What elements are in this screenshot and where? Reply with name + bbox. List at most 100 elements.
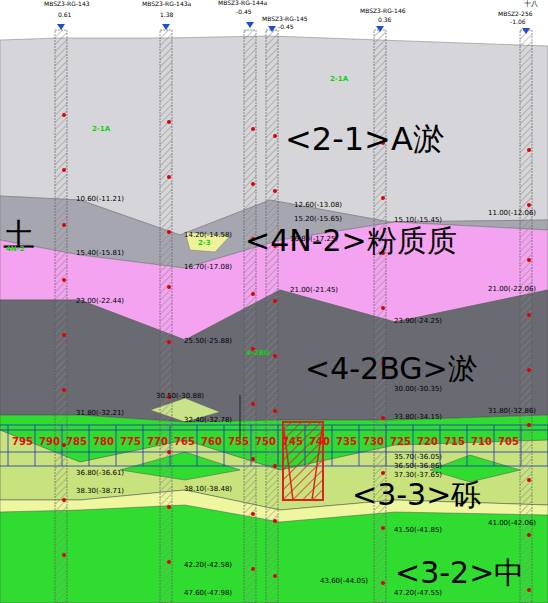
grid-line bbox=[197, 425, 198, 466]
grid-line bbox=[494, 425, 495, 466]
borehole-id: MBSZ3-RG-143a bbox=[142, 1, 191, 8]
sample-dot bbox=[527, 423, 531, 427]
elevation: 0.36 bbox=[378, 17, 391, 24]
depth-label: 41.00(-42.06) bbox=[488, 520, 536, 528]
chainage-number: 765 bbox=[174, 436, 195, 447]
sample-dot bbox=[251, 292, 255, 296]
layer-code: 2-1A bbox=[330, 76, 348, 84]
sample-dot bbox=[273, 464, 277, 468]
sample-dot bbox=[251, 402, 255, 406]
sample-dot bbox=[527, 203, 531, 207]
sample-dot bbox=[167, 175, 171, 179]
depth-label: 36.50(-36.86) bbox=[394, 463, 442, 471]
sample-dot bbox=[251, 127, 255, 131]
depth-label: 41.50(-41.85) bbox=[394, 527, 442, 535]
sample-dot bbox=[273, 299, 277, 303]
chainage-number: 730 bbox=[363, 436, 384, 447]
sample-dot bbox=[273, 134, 277, 138]
chainage-number: 725 bbox=[390, 436, 411, 447]
depth-label: 15.20(-15.65) bbox=[294, 216, 342, 224]
grid-line bbox=[8, 425, 9, 466]
layer-code: 2-3 bbox=[198, 240, 211, 248]
sample-dot bbox=[527, 533, 531, 537]
depth-label: 23.90(-24.25) bbox=[394, 318, 442, 326]
depth-label: 11.00(-12.06) bbox=[488, 210, 536, 218]
sample-dot bbox=[381, 471, 385, 475]
borehole-id: MBSZ3-RG-145 bbox=[262, 16, 308, 23]
sample-dot bbox=[527, 478, 531, 482]
sample-dot bbox=[167, 230, 171, 234]
borehole-id: MBSZ3-RG-143 bbox=[44, 1, 90, 8]
depth-label: 36.80(-36.61) bbox=[76, 470, 124, 478]
elevation: 0.61 bbox=[58, 12, 71, 19]
chainage-number: 775 bbox=[120, 436, 141, 447]
grid-line bbox=[35, 425, 36, 466]
sample-dot bbox=[273, 354, 277, 358]
sample-dot bbox=[273, 519, 277, 523]
grid-line bbox=[224, 425, 225, 466]
chainage-number: 720 bbox=[417, 436, 438, 447]
sample-dot bbox=[273, 574, 277, 578]
sample-dot bbox=[167, 560, 171, 564]
depth-label: 38.10(-38.48) bbox=[184, 486, 232, 494]
layer-name: <4-2BG>淤 bbox=[305, 352, 478, 385]
chainage-number: 705 bbox=[498, 436, 519, 447]
sample-dot bbox=[527, 148, 531, 152]
grid-line bbox=[143, 425, 144, 466]
depth-label: 31.80(-32.86) bbox=[488, 408, 536, 416]
depth-label: 33.80(-34.15) bbox=[394, 414, 442, 422]
sample-dot bbox=[381, 526, 385, 530]
sample-dot bbox=[167, 505, 171, 509]
depth-label: 15.10(-15.45) bbox=[394, 217, 442, 225]
depth-label: 30.00(-30.35) bbox=[394, 386, 442, 394]
chainage-number: 770 bbox=[147, 436, 168, 447]
sample-dot bbox=[273, 189, 277, 193]
layer-name: <4N-2>粉质质 bbox=[245, 224, 457, 257]
depth-label: 10.60(-11.21) bbox=[76, 196, 124, 204]
sample-dot bbox=[381, 416, 385, 420]
elevation: 1.38 bbox=[160, 12, 173, 19]
grid-line bbox=[467, 425, 468, 466]
elevation: -0.45 bbox=[236, 9, 252, 16]
depth-label: 21.00(-22.06) bbox=[488, 286, 536, 294]
sample-dot bbox=[62, 498, 66, 502]
depth-label: 25.50(-25.88) bbox=[184, 338, 232, 346]
sample-dot bbox=[167, 285, 171, 289]
grid-line bbox=[116, 425, 117, 466]
depth-label: 16.70(-17.08) bbox=[184, 264, 232, 272]
depth-label: 30.50(-30.88) bbox=[156, 393, 204, 401]
depth-label: 38.30(-38.71) bbox=[76, 488, 124, 496]
sample-dot bbox=[62, 333, 66, 337]
sample-dot bbox=[62, 443, 66, 447]
chainage-number: 710 bbox=[471, 436, 492, 447]
sample-dot bbox=[62, 388, 66, 392]
layer-name: <3-2>中 bbox=[395, 556, 524, 589]
chainage-number: 755 bbox=[228, 436, 249, 447]
sample-dot bbox=[251, 512, 255, 516]
sample-dot bbox=[251, 182, 255, 186]
map-note: 十八 bbox=[524, 1, 538, 9]
sample-dot bbox=[251, 457, 255, 461]
depth-label: 47.60(-47.98) bbox=[184, 590, 232, 598]
sample-dot bbox=[527, 258, 531, 262]
elevation: -0.45 bbox=[278, 24, 294, 31]
grid-line bbox=[332, 425, 333, 466]
elevation: -1.06 bbox=[510, 19, 526, 26]
sample-dot bbox=[251, 567, 255, 571]
layer-code: 4N-2 bbox=[6, 246, 25, 254]
depth-label: 37.30(-37.65) bbox=[394, 472, 442, 480]
depth-label: 16.80(-17.25) bbox=[290, 236, 338, 244]
depth-label: 43.60(-44.05) bbox=[320, 578, 368, 586]
sample-dot bbox=[62, 223, 66, 227]
sample-dot bbox=[62, 168, 66, 172]
borehole-id: MBSZ3-RG-144a bbox=[218, 0, 267, 7]
sample-dot bbox=[381, 306, 385, 310]
layer-name: <2-1>A淤 bbox=[285, 122, 445, 157]
chainage-number: 795 bbox=[12, 436, 33, 447]
depth-label: 32.40(-32.78) bbox=[184, 417, 232, 425]
borehole-id: MBSZ2-256 bbox=[498, 11, 533, 18]
depth-label: 42.20(-42.58) bbox=[184, 562, 232, 570]
chainage-number: 740 bbox=[309, 436, 330, 447]
sample-dot bbox=[62, 553, 66, 557]
